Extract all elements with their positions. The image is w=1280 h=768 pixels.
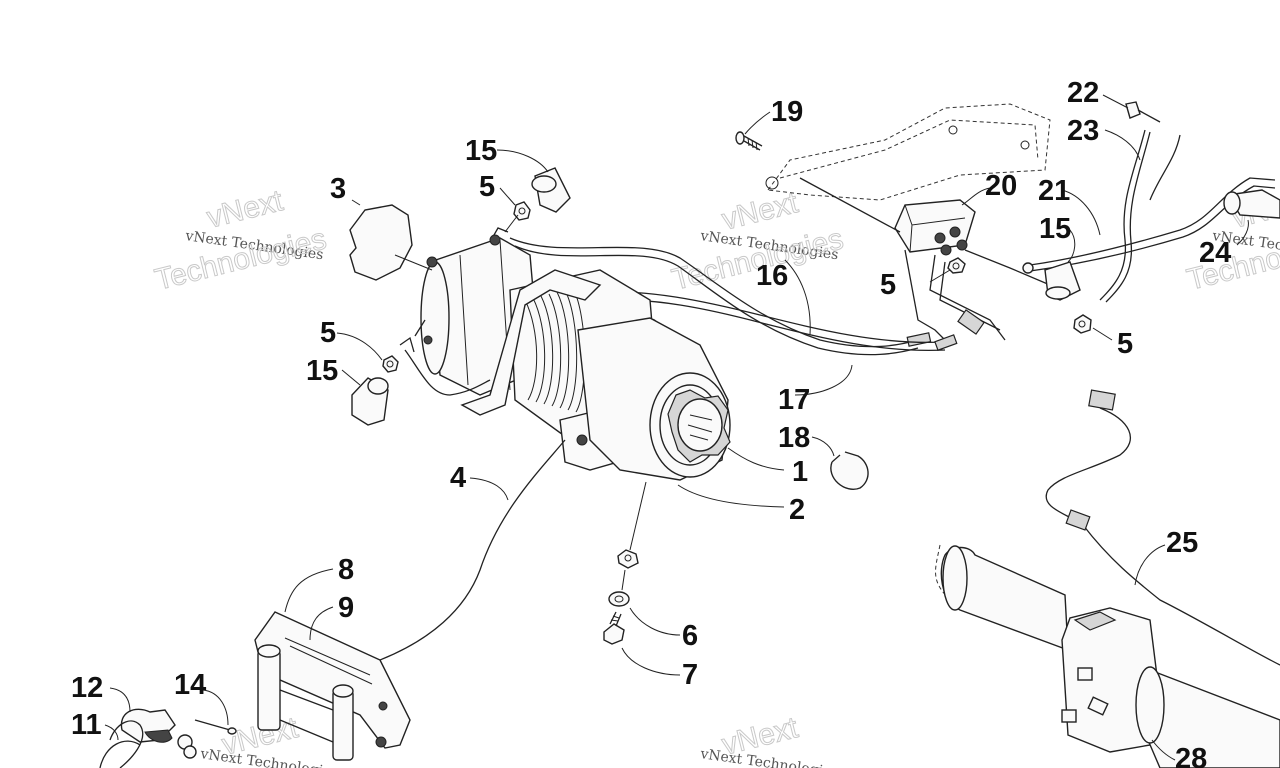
svg-text:vNext: vNext xyxy=(204,184,287,235)
terminal-boot-24 xyxy=(1223,189,1280,219)
callout-5-left: 5 xyxy=(320,317,336,349)
hook-strap-11 xyxy=(99,720,197,768)
watermark-left: vNext vNext Technologies Technologies xyxy=(151,184,330,298)
nut-5-right xyxy=(1073,314,1113,341)
callout-19: 19 xyxy=(771,96,803,128)
callout-15-left: 15 xyxy=(306,355,338,387)
callout-15-top: 15 xyxy=(465,135,497,167)
bolt-22 xyxy=(1125,101,1161,123)
callout-24: 24 xyxy=(1199,237,1231,269)
axis-3 xyxy=(394,254,433,271)
callout-15-right: 15 xyxy=(1039,213,1071,245)
handlebar-grip xyxy=(935,544,1069,652)
callout-2: 2 xyxy=(789,494,805,526)
roller-fairlead xyxy=(254,611,411,761)
callout-5-top: 5 xyxy=(479,171,495,203)
switch-housing xyxy=(1061,607,1161,753)
callout-20: 20 xyxy=(985,170,1017,202)
pin-14 xyxy=(194,719,237,735)
callout-12: 12 xyxy=(71,672,103,704)
nut-5-left xyxy=(382,355,399,373)
ground-wire xyxy=(399,319,491,396)
watermark-bottom-center: vNext vNext Technologies xyxy=(698,711,839,768)
handlebar-tube xyxy=(1135,666,1280,768)
cable-23 xyxy=(1099,129,1181,303)
power-cable-17 xyxy=(599,291,958,352)
callout-9: 9 xyxy=(338,592,354,624)
callout-21: 21 xyxy=(1038,175,1070,207)
hook-12 xyxy=(120,708,176,743)
callout-5-right: 5 xyxy=(1117,328,1133,360)
callout-labels: 1 2 3 4 5 5 5 5 6 7 8 9 11 12 14 15 15 1… xyxy=(71,77,1231,768)
callout-25: 25 xyxy=(1166,527,1198,559)
callout-11: 11 xyxy=(71,709,102,741)
callout-6: 6 xyxy=(682,620,698,652)
bolt-7 xyxy=(603,611,625,645)
leader-lines xyxy=(104,94,1249,761)
callout-3: 3 xyxy=(330,173,346,205)
solenoid-20 xyxy=(799,177,1051,346)
clutch-knob-1 xyxy=(667,389,731,463)
nut-5-solenoid xyxy=(929,257,966,283)
callout-18: 18 xyxy=(778,422,810,454)
callout-28: 28 xyxy=(1175,743,1207,768)
callout-8: 8 xyxy=(338,554,354,586)
callout-14: 14 xyxy=(174,669,206,701)
mount-bracket-outline xyxy=(765,103,1051,201)
callout-4: 4 xyxy=(450,462,466,494)
svg-text:Technologies: Technologies xyxy=(152,222,330,296)
callout-5-solenoid: 5 xyxy=(880,269,896,301)
nut-under-winch xyxy=(617,481,647,569)
bolt-19 xyxy=(735,131,763,151)
svg-text:vNext: vNext xyxy=(719,186,802,237)
leader-3 xyxy=(351,199,361,206)
callout-1: 1 xyxy=(792,456,808,488)
callout-17: 17 xyxy=(778,384,810,416)
terminal-boot-15-top xyxy=(531,167,571,213)
callout-16: 16 xyxy=(756,260,788,292)
callout-7: 7 xyxy=(682,659,698,691)
terminal-boot-15-left xyxy=(351,377,389,426)
cover-3 xyxy=(349,204,413,281)
terminal-boot-15-right xyxy=(1044,261,1081,301)
switch-harness-25 xyxy=(1045,389,1280,666)
cable-clamp-18 xyxy=(830,451,869,490)
callout-23: 23 xyxy=(1067,115,1099,147)
washer-6 xyxy=(608,569,630,607)
callout-22: 22 xyxy=(1067,77,1099,109)
axis-top xyxy=(504,214,519,233)
